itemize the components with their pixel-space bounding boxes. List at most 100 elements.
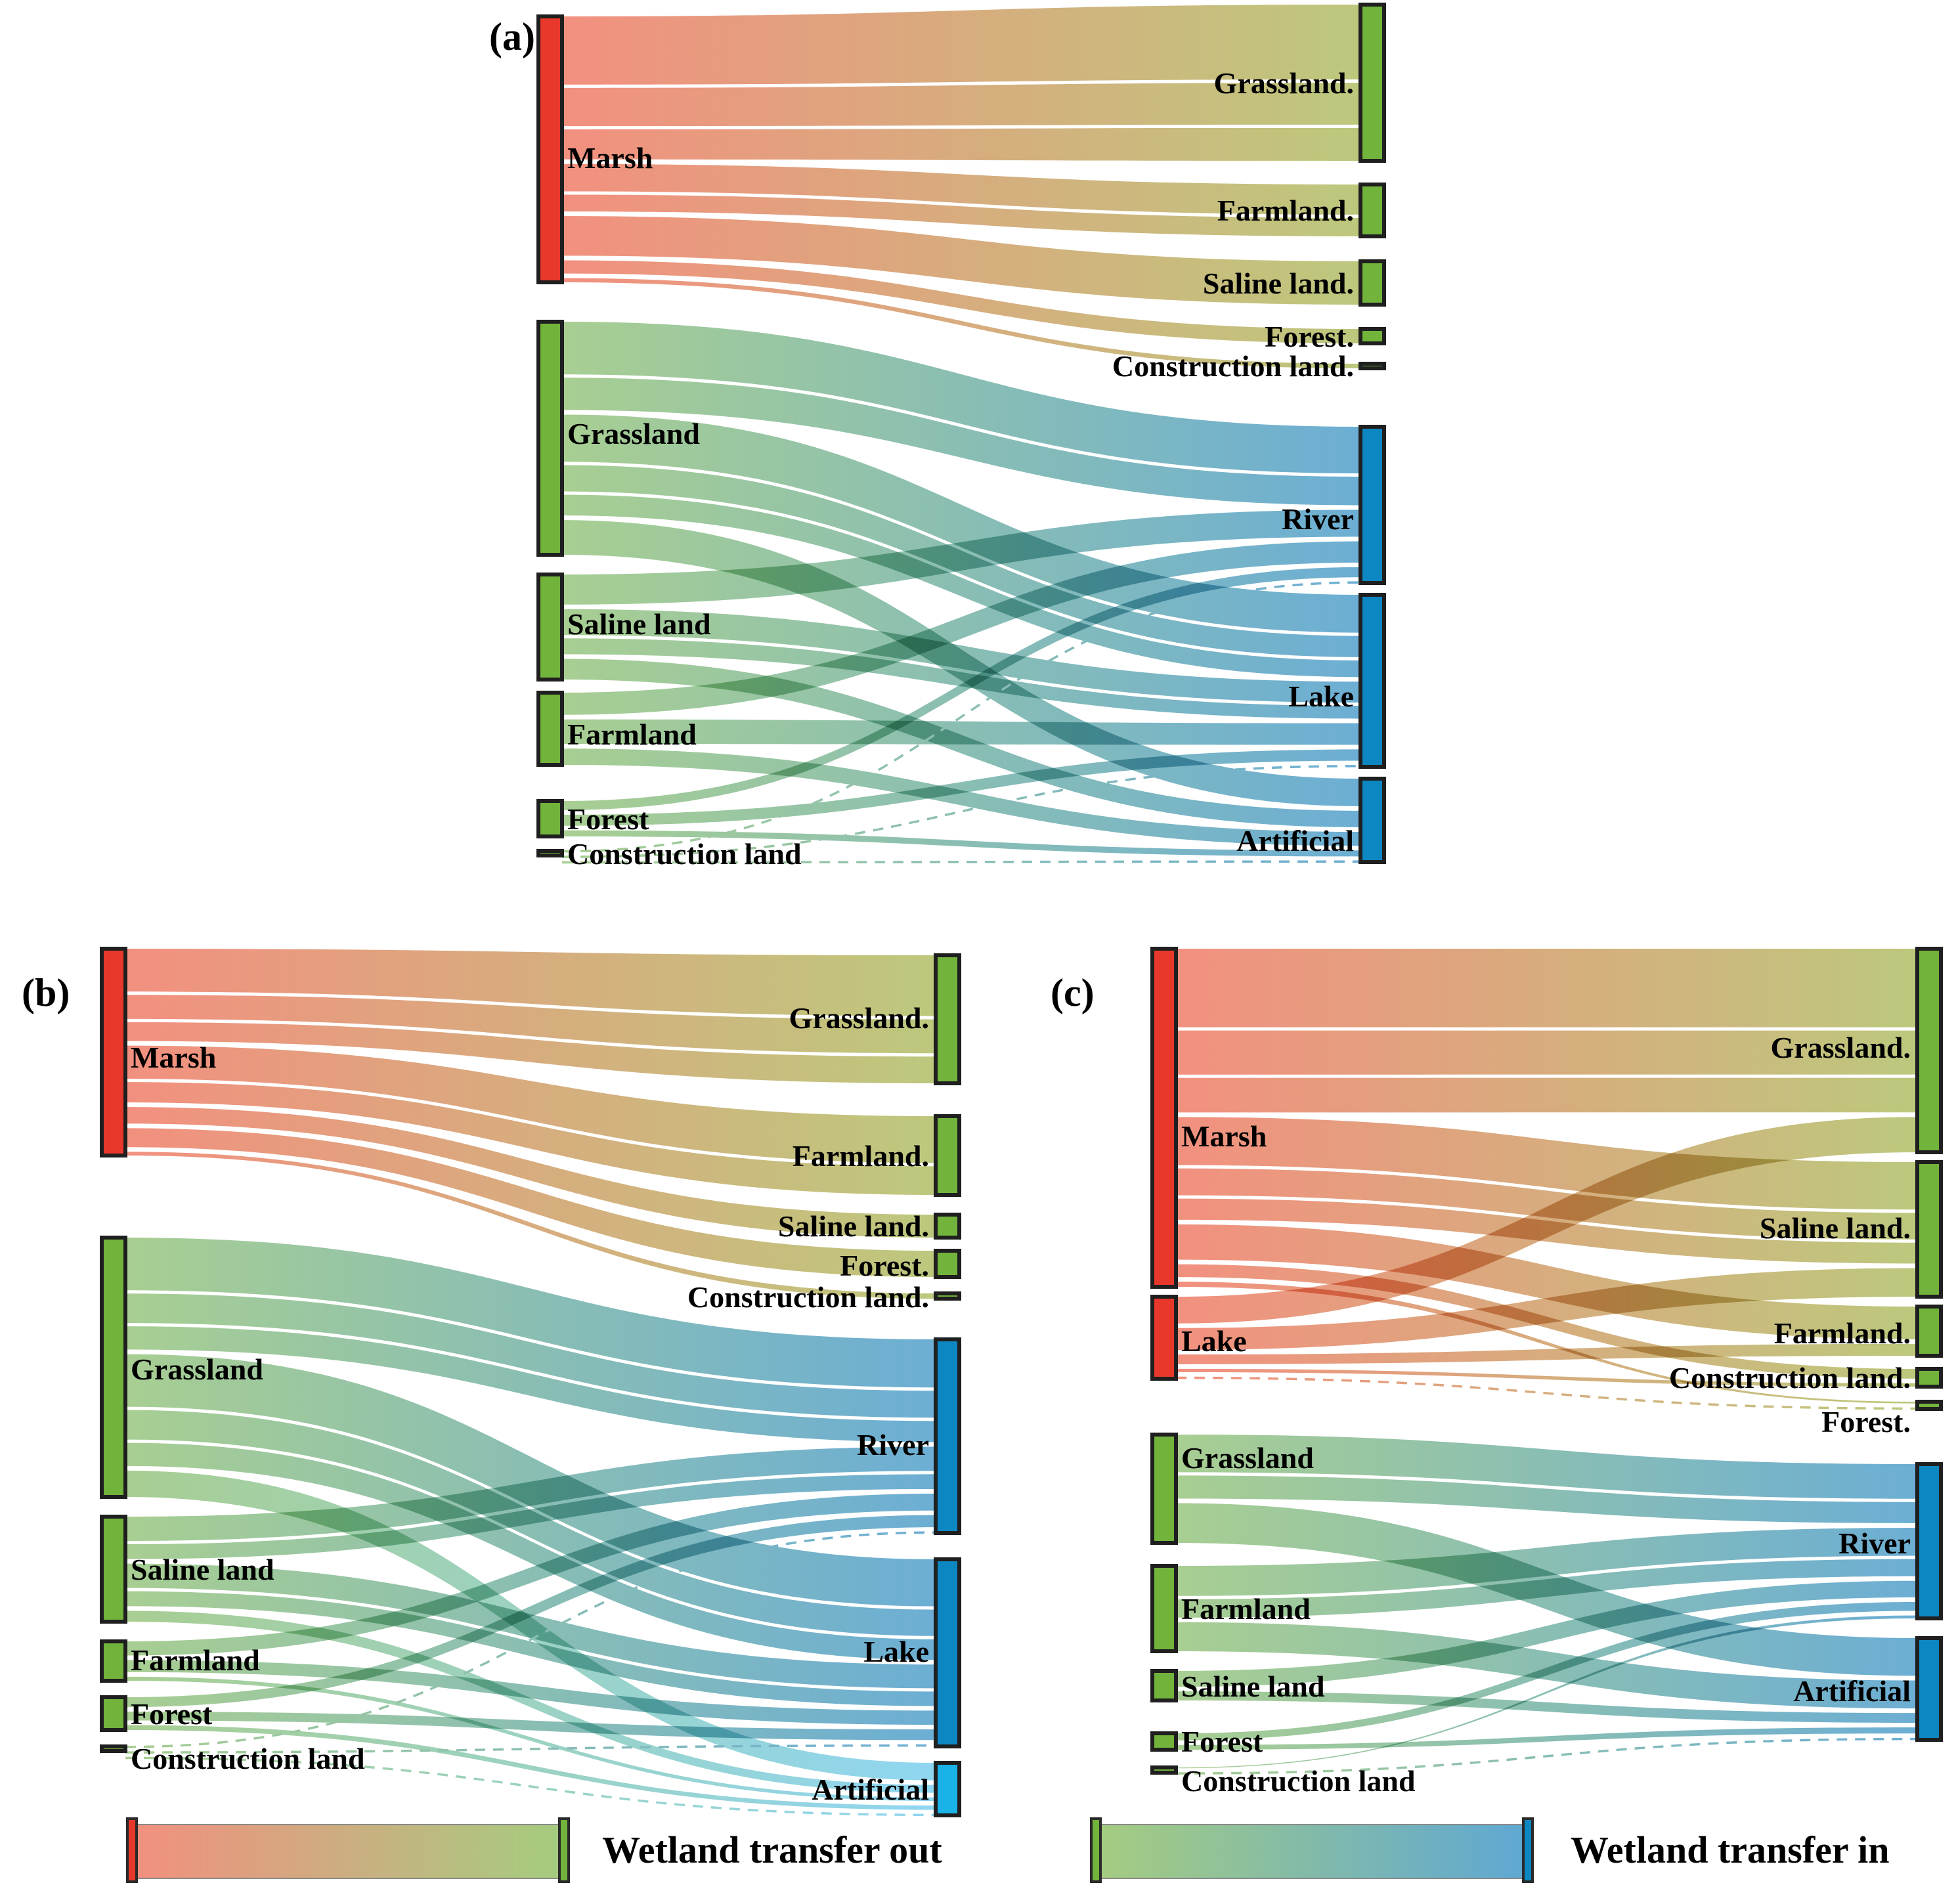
node-label-grassland-b: Grassland	[131, 1352, 263, 1386]
flow-saline-land-to-lake	[125, 1563, 936, 1689]
flow-marsh-to-grassland	[562, 5, 1360, 85]
legend-label-out: Wetland transfer out	[602, 1828, 942, 1871]
flow-marsh-to-farmland	[125, 1045, 936, 1163]
node-label-forest-a: Forest.	[1265, 320, 1354, 353]
flow-construction-land-to-lake	[561, 765, 1361, 858]
flow-grassland-to-river	[125, 1238, 936, 1388]
node-label-forest-b: Forest.	[840, 1249, 929, 1282]
flow-grassland-to-river	[1176, 1435, 1917, 1499]
node-label-construction-land-a: Construction land	[567, 837, 802, 871]
node-label-farmland-b: Farmland.	[793, 1139, 929, 1173]
node-label-saline-land-b: Saline land	[131, 1553, 274, 1586]
node-label-construction-land-c: Construction land.	[1669, 1361, 1911, 1395]
node-label-grassland-a: Grassland	[567, 417, 700, 450]
flow-saline-land-to-river	[562, 509, 1360, 605]
node-label-grassland-b: Grassland.	[789, 1001, 929, 1035]
flow-grassland-to-river	[562, 378, 1360, 506]
flow-marsh-to-farmland	[125, 1082, 936, 1195]
node-label-forest-b: Forest	[131, 1697, 213, 1731]
node-forest-a	[536, 799, 564, 838]
node-label-lake-a: Lake	[1288, 680, 1354, 713]
node-river-c	[1915, 1462, 1943, 1620]
node-label-construction-land-b: Construction land	[131, 1742, 365, 1775]
flow-saline-land-to-lake	[125, 1591, 936, 1706]
flow-farmland-to-river	[125, 1493, 936, 1656]
node-grassland-a	[536, 320, 564, 557]
flow-saline-land-to-river	[125, 1446, 936, 1542]
flow-grassland-to-river	[562, 322, 1360, 473]
flow-marsh-to-farmland	[562, 163, 1360, 215]
node-label-marsh-c: Marsh	[1181, 1119, 1267, 1153]
node-label-artificial-c: Artificial	[1793, 1674, 1911, 1708]
flow-saline-land-to-artificial	[1176, 1691, 1917, 1723]
flow-marsh-to-grassland	[1176, 1077, 1917, 1113]
node-saline-land-a	[1358, 259, 1386, 307]
flow-construction-land-to-artificial	[561, 860, 1361, 864]
flow-marsh-to-saline-land	[1176, 1117, 1917, 1210]
legend-cap-out-right	[558, 1817, 570, 1883]
node-label-river-b: River	[857, 1428, 929, 1461]
node-saline-land-b	[100, 1515, 127, 1624]
flow-marsh-to-grassland	[125, 949, 936, 1016]
node-label-construction-land-c: Construction land	[1181, 1764, 1416, 1798]
flow-forest-to-river	[125, 1515, 936, 1707]
flow-marsh-to-forest	[562, 260, 1360, 343]
panel-a-title: (a)	[489, 15, 535, 58]
panel-b-title: (b)	[22, 971, 70, 1014]
node-label-farmland-c: Farmland	[1181, 1592, 1311, 1626]
flow-marsh-to-construction-land	[562, 278, 1360, 368]
flow-marsh-to-saline-land	[125, 1107, 936, 1238]
flow-marsh-to-grassland	[562, 127, 1360, 161]
flow-marsh-to-farmland	[1176, 1224, 1917, 1339]
node-construction-land-a	[1358, 362, 1386, 370]
flow-saline-land-to-artificial	[125, 1611, 936, 1793]
node-marsh-b	[100, 947, 127, 1158]
node-farmland-a	[536, 691, 564, 767]
node-label-forest-a: Forest	[567, 802, 649, 836]
panel-c-title: (c)	[1051, 971, 1095, 1014]
node-label-artificial-b: Artificial	[812, 1773, 929, 1806]
legend-wetland-transfer-out: Wetland transfer out	[126, 1817, 973, 1883]
node-label-lake-b: Lake	[863, 1635, 929, 1668]
node-forest-b	[934, 1249, 961, 1279]
node-construction-land-c	[1150, 1765, 1178, 1775]
flow-marsh-to-forest	[125, 1128, 936, 1277]
flow-saline-land-to-lake	[562, 609, 1360, 703]
node-construction-land-c	[1915, 1367, 1943, 1389]
node-saline-land-a	[536, 573, 564, 682]
flow-grassland-to-river	[125, 1293, 936, 1418]
node-farmland-a	[1358, 183, 1386, 238]
legend-cap-out-left	[126, 1817, 138, 1883]
node-grassland-b	[934, 953, 961, 1085]
flow-forest-to-river	[562, 567, 1360, 810]
flow-forest-to-artificial	[562, 830, 1360, 857]
node-saline-land-c	[1150, 1669, 1178, 1702]
node-label-artificial-a: Artificial	[1236, 824, 1354, 857]
flow-marsh-to-forest	[1176, 1282, 1917, 1404]
node-lake-a	[1358, 593, 1386, 769]
flow-forest-to-artificial	[125, 1725, 936, 1810]
node-label-river-a: River	[1282, 502, 1354, 536]
node-lake-b	[934, 1557, 961, 1748]
flow-lake-to-saline-land	[1176, 1268, 1917, 1351]
node-artificial-c	[1915, 1636, 1943, 1742]
flow-construction-land-to-artificial	[125, 1756, 936, 1817]
flow-farmland-to-river	[1176, 1528, 1917, 1596]
flow-grassland-to-lake	[125, 1442, 936, 1660]
node-farmland-c	[1915, 1305, 1943, 1358]
node-forest-b	[100, 1695, 127, 1732]
node-label-grassland-c: Grassland	[1181, 1441, 1314, 1475]
flow-saline-land-to-river	[125, 1474, 936, 1559]
node-label-farmland-b: Farmland	[131, 1643, 260, 1677]
flow-forest-to-artificial	[1176, 1727, 1917, 1750]
legend-label-in: Wetland transfer in	[1571, 1828, 1890, 1871]
flow-forest-to-lake	[125, 1712, 936, 1741]
node-forest-c	[1915, 1400, 1943, 1411]
node-label-farmland-a: Farmland.	[1217, 194, 1354, 227]
node-farmland-b	[934, 1114, 961, 1197]
